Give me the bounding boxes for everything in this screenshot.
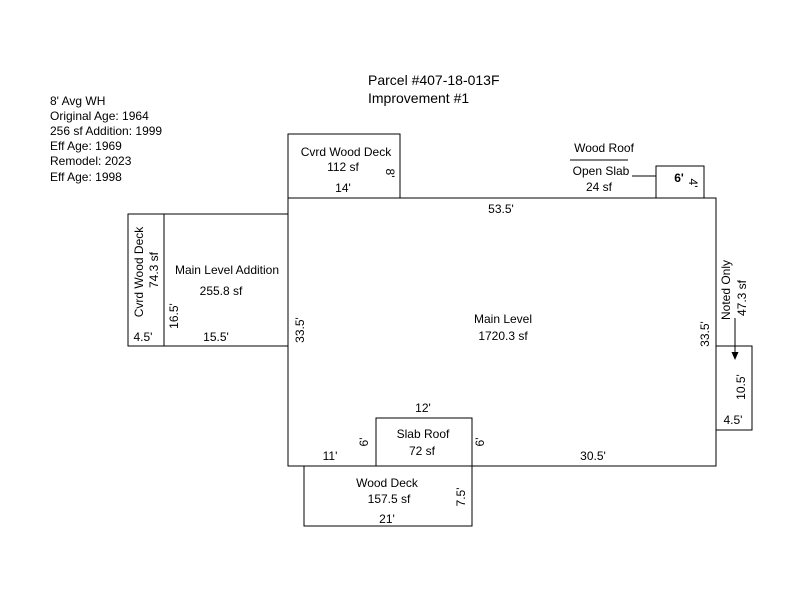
property-notes: 8' Avg WH Original Age: 1964 256 sf Addi…: [50, 94, 162, 184]
noted-only-arrow-icon: [731, 352, 739, 360]
open-slab-outline: [655, 165, 705, 199]
main-level-bottom-left-dimension: 11': [323, 449, 338, 463]
main-level-area-value: 1720.3 sf: [478, 329, 528, 343]
note-line: Remodel: 2023: [50, 154, 132, 168]
covered-deck-top-area-value: 112 sf: [327, 160, 359, 174]
addition-width-dimension: 15.5': [203, 330, 229, 344]
slab-roof-area: 12' Slab Roof 72 sf 6' 6': [357, 401, 487, 467]
noted-only-label: Noted Only: [719, 260, 733, 320]
main-level-top-dimension: 53.5': [488, 202, 514, 216]
open-slab-label: Open Slab: [573, 164, 630, 178]
open-slab-area: Wood Roof Open Slab 24 sf 6' 4': [570, 141, 705, 199]
wood-deck-label: Wood Deck: [356, 476, 419, 490]
wood-deck-height-dimension: 7.5': [454, 488, 468, 507]
slab-roof-outline: [375, 417, 473, 467]
covered-deck-left-outline: [127, 213, 165, 347]
wood-deck-width-dimension: 21': [379, 512, 395, 526]
note-line: Eff Age: 1969: [50, 139, 122, 153]
main-level-outline: [287, 197, 717, 467]
slab-roof-left-height-dimension: 6': [357, 438, 371, 447]
slab-roof-label: Slab Roof: [397, 427, 450, 441]
main-level-label: Main Level: [474, 312, 532, 326]
main-level-left-dimension: 33.5': [293, 317, 307, 343]
covered-deck-left-area-value: 74.3 sf: [147, 251, 161, 288]
addition-outline: [163, 213, 289, 347]
open-slab-area-value: 24 sf: [586, 180, 613, 194]
covered-deck-top-outline: [287, 133, 401, 199]
addition-area-value: 255.8 sf: [200, 284, 243, 298]
covered-deck-left-label: Cvrd Wood Deck: [132, 226, 146, 317]
covered-deck-top-area: Cvrd Wood Deck 112 sf 14' 8': [287, 133, 401, 199]
noted-only-outline: [715, 345, 753, 431]
noted-only-area-value: 47.3 sf: [735, 279, 749, 316]
noted-only-height-dimension: 10.5': [734, 374, 748, 400]
covered-deck-top-label: Cvrd Wood Deck: [301, 145, 392, 159]
addition-height-dimension: 16.5': [167, 303, 181, 329]
wood-roof-label: Wood Roof: [574, 141, 634, 155]
note-line: Eff Age: 1998: [50, 170, 122, 184]
main-level-right-dimension: 33.5': [698, 321, 712, 347]
wood-deck-area-value: 157.5 sf: [368, 492, 411, 506]
open-slab-height-dimension: 4': [686, 179, 700, 188]
wood-deck-area: Wood Deck 157.5 sf 21' 7.5': [303, 465, 473, 527]
addition-area: Main Level Addition 255.8 sf 16.5' 15.5': [163, 213, 289, 347]
slab-roof-width-dimension: 12': [415, 401, 431, 415]
open-slab-width-dimension: 6': [674, 171, 684, 185]
improvement-number: Improvement #1: [368, 90, 469, 106]
note-line: Original Age: 1964: [50, 109, 149, 123]
main-level-area: Main Level 1720.3 sf 53.5' 33.5' 33.5' 3…: [287, 197, 717, 467]
covered-deck-top-height-dimension: 8': [383, 169, 397, 178]
covered-deck-top-width-dimension: 14': [335, 181, 351, 195]
noted-only-width-dimension: 4.5': [724, 413, 743, 427]
note-line: 256 sf Addition: 1999: [50, 124, 162, 138]
covered-deck-left-area: Cvrd Wood Deck 74.3 sf 4.5': [127, 213, 165, 347]
addition-label: Main Level Addition: [175, 263, 279, 277]
parcel-number: Parcel #407-18-013F: [368, 72, 500, 88]
noted-only-area: Noted Only 47.3 sf 10.5' 4.5': [715, 260, 753, 431]
covered-deck-left-width-dimension: 4.5': [134, 330, 153, 344]
note-line: 8' Avg WH: [50, 94, 105, 108]
wood-deck-outline: [303, 465, 473, 527]
slab-roof-right-height-dimension: 6': [473, 438, 487, 447]
main-level-bottom-dimension: 30.5': [580, 449, 606, 463]
slab-roof-area-value: 72 sf: [409, 444, 436, 458]
